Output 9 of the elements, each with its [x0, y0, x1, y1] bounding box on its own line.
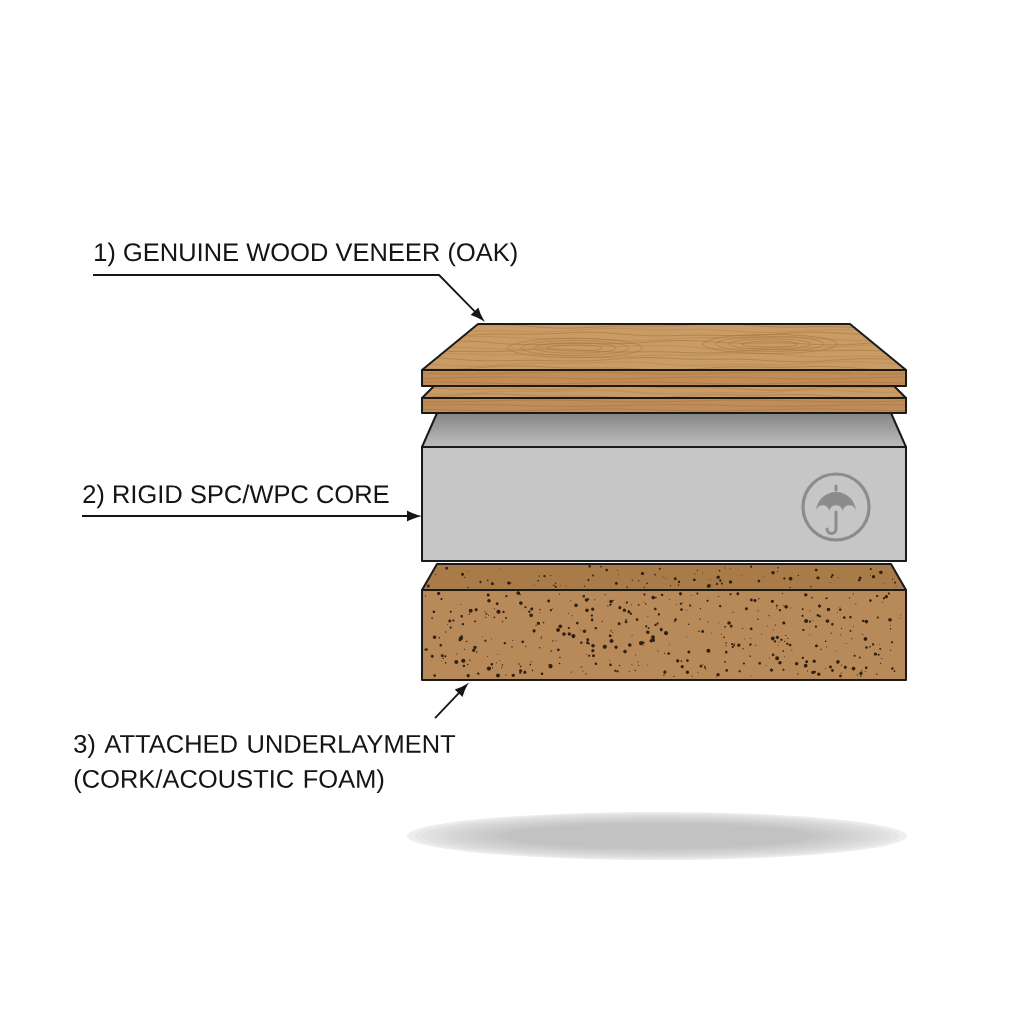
- layer-label: 1) GENUINE WOOD VENEER (OAK): [95, 242, 517, 267]
- layer-label: 2) RIGID SPC/WPC CORE: [83, 484, 389, 509]
- foam-slab: [421, 563, 907, 681]
- leader-arrow: [92, 274, 484, 321]
- leader-arrow: [81, 511, 420, 521]
- layer-label: 3) ATTACHED UNDERLAYMENT (CORK/ACOUSTIC FOAM): [74, 734, 456, 793]
- wood-plank-layers: [421, 323, 907, 414]
- leader-arrow: [434, 684, 468, 719]
- core-slab: [421, 412, 907, 562]
